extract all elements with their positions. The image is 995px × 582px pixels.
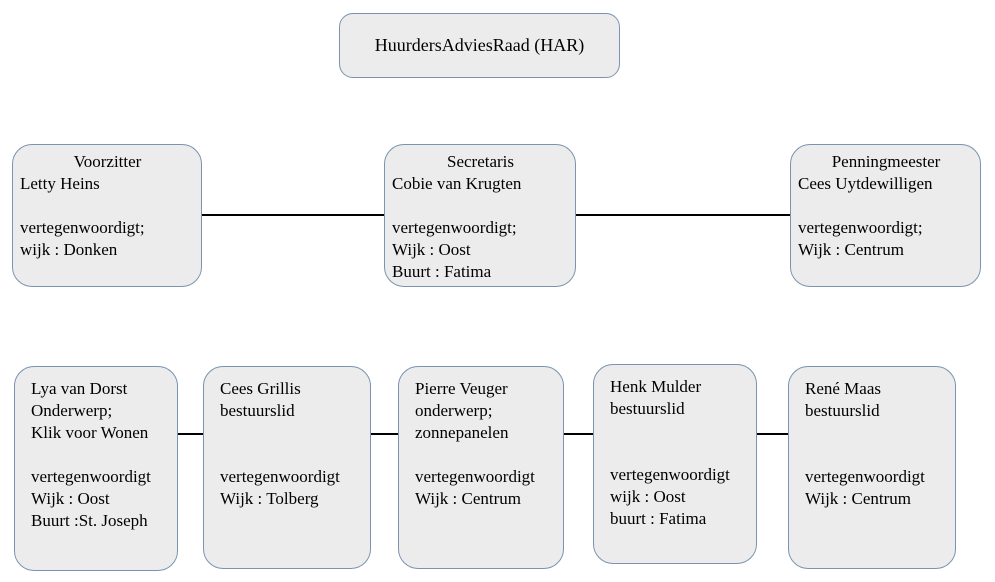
connector-veuger-mulder (563, 433, 593, 435)
node-wijk-line: wijk : Donken (20, 240, 118, 259)
spacer-line (415, 444, 555, 466)
node-secretaris: Secretaris Cobie van Krugten vertegenwoo… (384, 144, 576, 287)
connector-grillis-veuger (370, 433, 398, 435)
node-wijk-line: Wijk : Centrum (798, 240, 905, 259)
node-rep-line: vertegenwoordigt (805, 467, 925, 486)
node-content: Voorzitter Letty Heins vertegenwoordigt;… (13, 145, 201, 261)
spacer-line (610, 442, 748, 464)
node-rep-line: vertegenwoordigt; (392, 218, 517, 237)
node-wijk-line: Wijk : Tolberg (220, 489, 319, 508)
spacer-line (220, 422, 362, 444)
node-wijk-line: Wijk : Oost (392, 240, 471, 259)
spacer-line (20, 195, 195, 217)
node-topic-line: Onderwerp; (31, 401, 113, 420)
connector-mulder-maas (757, 433, 788, 435)
node-name-line: Cees Uytdewilligen (798, 174, 933, 193)
node-content: Penningmeester Cees Uytdewilligen verteg… (791, 145, 980, 261)
node-wijk-line: Wijk : Centrum (805, 489, 912, 508)
spacer-line (610, 420, 748, 442)
node-har: HuurdersAdviesRaad (HAR) (339, 13, 620, 78)
node-buurt-line: Buurt : Fatima (392, 262, 492, 281)
node-title: Penningmeester (831, 152, 941, 171)
node-buurt-line: Buurt :St. Joseph (31, 511, 148, 530)
node-wijk-line: Wijk : Centrum (415, 489, 522, 508)
spacer-line (220, 444, 362, 466)
node-name-line: René Maas (805, 379, 882, 398)
node-role-line: bestuurslid (220, 401, 295, 420)
node-role-line: bestuurslid (610, 399, 685, 418)
node-rep-line: vertegenwoordigt (220, 467, 340, 486)
node-name-line: Cees Grillis (220, 379, 301, 398)
node-name-line: Pierre Veuger (415, 379, 508, 398)
node-voorzitter: Voorzitter Letty Heins vertegenwoordigt;… (12, 144, 202, 287)
connector-dorst-grillis (178, 433, 203, 435)
node-content: René Maas bestuurslid vertegenwoordigt W… (789, 367, 955, 510)
spacer-line (798, 195, 974, 217)
node-role-line: bestuurslid (805, 401, 880, 420)
node-name-line: Letty Heins (20, 174, 100, 193)
node-content: Henk Mulder bestuurslid vertegenwoordigt… (594, 365, 756, 530)
node-rep-line: vertegenwoordigt; (798, 218, 923, 237)
node-rep-line: vertegenwoordigt (610, 465, 730, 484)
node-content: Secretaris Cobie van Krugten vertegenwoo… (385, 145, 575, 283)
node-rene-maas: René Maas bestuurslid vertegenwoordigt W… (788, 366, 956, 569)
spacer-line (31, 444, 169, 466)
node-cees-grillis: Cees Grillis bestuurslid vertegenwoordig… (203, 366, 371, 569)
connector-secretaris-penningmeester (576, 214, 790, 216)
node-name-line: Lya van Dorst (31, 379, 128, 398)
node-topic-line: onderwerp; (415, 401, 493, 420)
node-lya-van-dorst: Lya van Dorst Onderwerp; Klik voor Wonen… (14, 366, 178, 571)
node-henk-mulder: Henk Mulder bestuurslid vertegenwoordigt… (593, 364, 757, 564)
node-buurt-line: buurt : Fatima (610, 509, 707, 528)
spacer-line (805, 422, 947, 444)
har-label: HuurdersAdviesRaad (HAR) (374, 35, 585, 55)
spacer-line (392, 195, 569, 217)
node-content: Lya van Dorst Onderwerp; Klik voor Wonen… (15, 367, 177, 532)
node-wijk-line: wijk : Oost (610, 487, 686, 506)
node-rep-line: vertegenwoordigt (31, 467, 151, 486)
node-name-line: Cobie van Krugten (392, 174, 522, 193)
node-content: Cees Grillis bestuurslid vertegenwoordig… (204, 367, 370, 510)
node-name-line: Henk Mulder (610, 377, 702, 396)
node-pierre-veuger: Pierre Veuger onderwerp; zonnepanelen ve… (398, 366, 564, 569)
node-topic-line-2: Klik voor Wonen (31, 423, 149, 442)
node-wijk-line: Wijk : Oost (31, 489, 110, 508)
node-title: Secretaris (446, 152, 515, 171)
node-content: Pierre Veuger onderwerp; zonnepanelen ve… (399, 367, 563, 510)
connector-voorzitter-secretaris (202, 214, 384, 216)
node-penningmeester: Penningmeester Cees Uytdewilligen verteg… (790, 144, 981, 287)
node-topic-line-2: zonnepanelen (415, 423, 509, 442)
node-rep-line: vertegenwoordigt; (20, 218, 145, 237)
spacer-line (805, 444, 947, 466)
node-title: Voorzitter (73, 152, 142, 171)
node-rep-line: vertegenwoordigt (415, 467, 535, 486)
